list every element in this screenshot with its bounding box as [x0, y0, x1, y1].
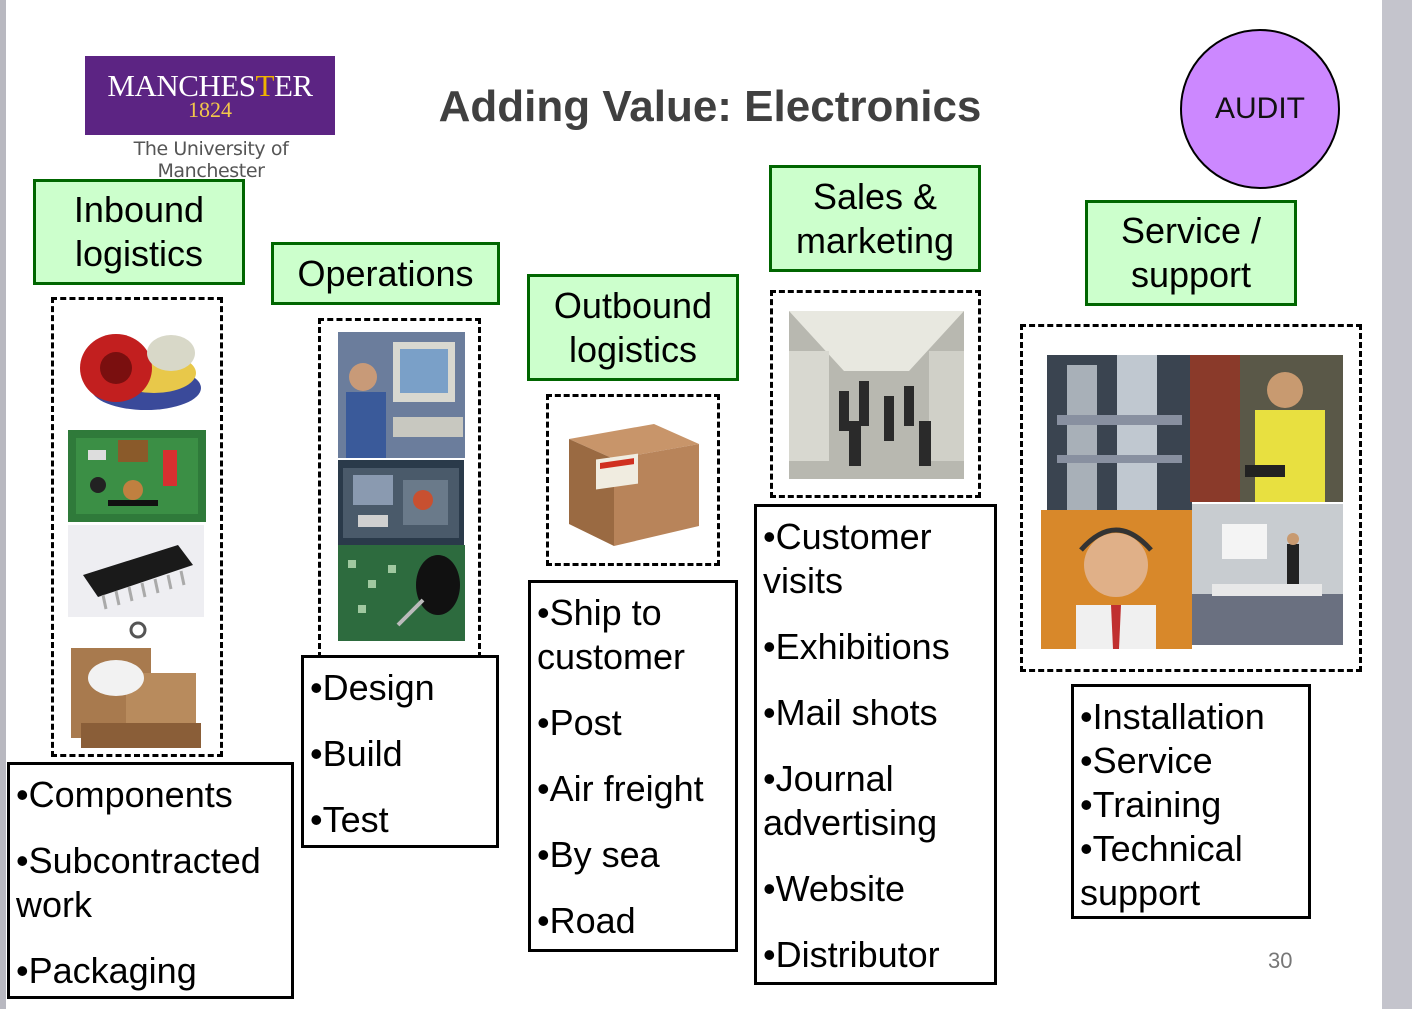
operations-list: •Design •Build •Test: [301, 655, 499, 848]
service-list: •Installation •Service •Training •Techni…: [1071, 684, 1311, 919]
soldering-board-image: [338, 545, 465, 641]
list-item: •Post: [537, 702, 622, 743]
list-item: •Exhibitions: [763, 626, 950, 667]
engineer-computer-image: [338, 332, 465, 458]
list-item: •Test: [310, 799, 389, 840]
heading-service-support: Service / support: [1085, 200, 1297, 306]
service-images-frame: [1020, 324, 1362, 672]
list-item: •Design: [310, 667, 435, 708]
call-centre-image: [1041, 510, 1192, 649]
inbound-list: •Components •Subcontracted work •Packagi…: [7, 762, 294, 999]
shipping-box-image: [564, 414, 702, 550]
outbound-list: •Ship to customer •Post •Air freight •By…: [528, 580, 738, 952]
list-item: •Build: [310, 733, 403, 774]
list-item: •Subcontracted work: [16, 840, 261, 925]
heading-inbound-logistics: Inbound logistics: [33, 179, 245, 285]
list-item: •Ship to customer: [537, 592, 686, 677]
list-item: •Journal advertising: [763, 758, 938, 843]
outbound-image-frame: [546, 394, 720, 566]
list-item: •Air freight: [537, 768, 704, 809]
list-item: •Customer visits: [763, 516, 932, 601]
heading-operations: Operations: [271, 242, 500, 305]
industrial-plant-image: [1047, 355, 1192, 510]
sales-image-frame: [770, 290, 981, 498]
ic-chip-image: [68, 525, 204, 617]
heading-sales-marketing: Sales & marketing: [769, 165, 981, 272]
list-item: •Distributor: [763, 934, 940, 975]
circuit-board-image: [68, 430, 206, 522]
logo-year: 1824: [188, 97, 232, 122]
logo-subtitle: The University of Manchester: [133, 138, 289, 182]
list-item: •By sea: [537, 834, 660, 875]
list-item: •Packaging: [16, 950, 197, 991]
heading-outbound-logistics: Outbound logistics: [527, 274, 739, 381]
list-item: •Technical support: [1080, 828, 1243, 913]
training-room-image: [1192, 504, 1343, 645]
page-number: 30: [1268, 948, 1293, 973]
cable-reels-image: [76, 318, 202, 414]
inbound-images-frame: [51, 297, 223, 757]
list-item: •Website: [763, 868, 905, 909]
sales-list: •Customer visits •Exhibitions •Mail shot…: [754, 504, 997, 985]
technician-image: [1190, 355, 1343, 502]
list-item: •Service: [1080, 740, 1213, 781]
slide-title: Adding Value: Electronics: [438, 82, 982, 131]
equipment-internals-image: [338, 460, 464, 545]
exhibition-hall-image: [789, 311, 964, 479]
left-edge: [0, 0, 6, 1009]
list-item: •Road: [537, 900, 636, 941]
list-item: •Training: [1080, 784, 1222, 825]
list-item: •Mail shots: [763, 692, 938, 733]
university-logo: MANCHESTER 1824: [85, 56, 335, 135]
packaging-boxes-image: [66, 618, 206, 754]
list-item: •Components: [16, 774, 233, 815]
audit-circle: AUDIT: [1180, 29, 1340, 189]
right-scroll-edge: [1382, 0, 1412, 1009]
list-item: •Installation: [1080, 696, 1265, 737]
